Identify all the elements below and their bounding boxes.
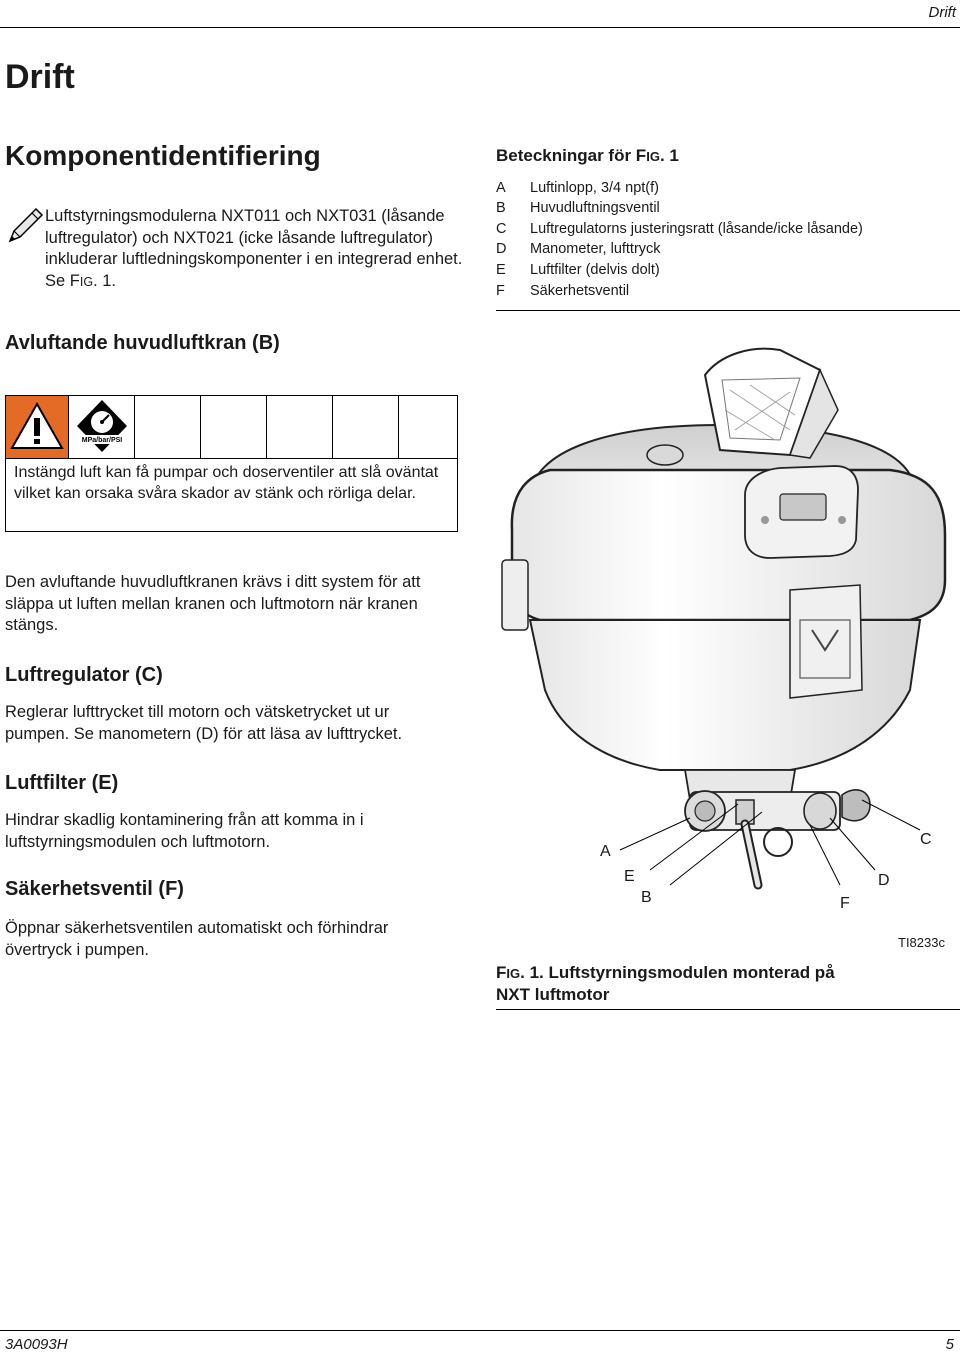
pressure-icon-caption: MPa/bar/PSI [82, 437, 123, 444]
callout-b: B [641, 889, 652, 906]
callout-a: A [600, 843, 611, 860]
warning-box: MPa/bar/PSI Instängd luft kan få pumpar … [5, 395, 458, 532]
section-heading: Komponentidentifiering [5, 140, 321, 171]
pressure-gauge-icon: MPa/bar/PSI [77, 400, 127, 452]
callout-d: D [878, 872, 890, 889]
filter-body: Hindrar skadlig kontaminering från att k… [5, 811, 364, 851]
warning-symbol-cell [6, 396, 69, 458]
warning-triangle-icon [10, 401, 64, 449]
running-header: Drift [928, 4, 957, 21]
legend-title: Beteckningar för FIG. 1 [496, 146, 679, 165]
pressure-symbol-cell: MPa/bar/PSI [69, 396, 135, 458]
callout-e: E [624, 868, 635, 885]
empty-symbol-cell [267, 396, 333, 458]
safety-valve-body: Öppnar säkerhetsventilen automatiskt och… [5, 919, 389, 959]
callout-c: C [920, 831, 932, 848]
page-number: 5 [945, 1336, 954, 1353]
figure-part-number: TI8233c [898, 935, 945, 950]
warning-divider [6, 458, 457, 459]
figure-caption: FIG. 1. Luftstyrningsmodulen monterad på… [496, 963, 835, 1004]
note-text: Luftstyrningsmodulerna NXT011 och NXT031… [45, 207, 463, 290]
bleed-valve-body: Den avluftande huvudluftkranen krävs i d… [5, 573, 421, 634]
empty-symbol-cell [333, 396, 399, 458]
empty-symbol-cell [201, 396, 267, 458]
page-title: Drift [5, 58, 75, 96]
regulator-heading: Luftregulator (C) [5, 664, 163, 686]
legend-rule [496, 310, 960, 311]
filter-heading: Luftfilter (E) [5, 772, 119, 794]
regulator-body: Reglerar lufttrycket till motorn och vät… [5, 703, 403, 743]
empty-symbol-cell [135, 396, 201, 458]
figure-rule [496, 1009, 960, 1010]
bleed-valve-heading: Avluftande huvudluftkran (B) [5, 332, 280, 354]
header-rule [0, 27, 960, 28]
safety-valve-heading: Säkerhetsventil (F) [5, 878, 184, 900]
pencil-note-icon [8, 207, 44, 243]
warning-text: Instängd luft kan få pumpar och doserven… [14, 464, 439, 502]
air-control-module-illustration [501, 347, 947, 890]
footer-rule [0, 1330, 960, 1331]
doc-number: 3A0093H [5, 1336, 68, 1353]
callout-f: F [840, 895, 850, 912]
